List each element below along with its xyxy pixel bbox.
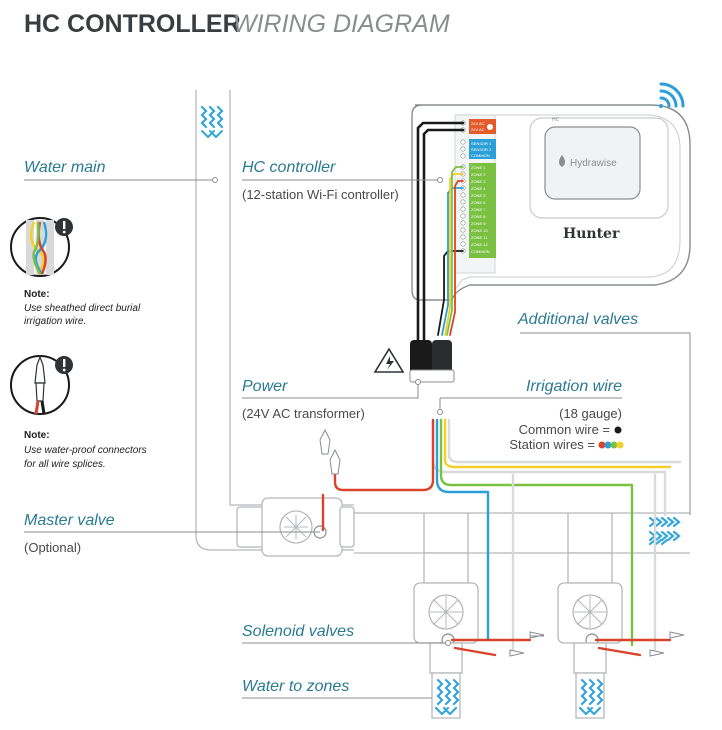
- label-hc-controller: HC controller (12-station Wi-Fi controll…: [242, 159, 443, 202]
- wire-connectors: [319, 428, 685, 657]
- zone-6-label: ZONE 6: [471, 200, 486, 205]
- zone-1-flow-icon: [434, 678, 460, 716]
- zone-4-label: ZONE 4: [471, 186, 486, 191]
- zone-2-label: ZONE 2: [471, 172, 486, 177]
- hc-controller-label: HC controller: [242, 159, 336, 176]
- note-sheathed-wire: Note: Use sheathed direct burial irrigat…: [10, 217, 141, 327]
- power-wires: [416, 121, 465, 342]
- note-2-line-1: Use water-proof connectors: [24, 445, 147, 456]
- water-main-pipe: [195, 90, 240, 551]
- wifi-icon: [659, 82, 685, 108]
- hydrawise-drop-icon: [559, 155, 565, 167]
- power-terminal-1-label: 24V AC: [471, 121, 485, 126]
- hc-controller: 24V AC 24V AC SENSOR 1 SENSOR 2 COMMON Z…: [411, 82, 691, 301]
- water-main-label: Water main: [24, 159, 106, 176]
- station-wires-legend: Station wires =: [509, 437, 595, 452]
- note-waterproof-connectors: Note: Use water-proof connectors for all…: [10, 355, 147, 470]
- zone-12-label: ZONE 12: [471, 242, 488, 247]
- controller-display: [544, 126, 641, 200]
- zone-terminal-block: [469, 163, 496, 258]
- header: HC CONTROLLER WIRING DIAGRAM: [24, 10, 450, 38]
- zone-2-flow-icon: [578, 678, 604, 716]
- title-text: HC CONTROLLER: [24, 10, 241, 38]
- zone-3-label: ZONE 3: [471, 179, 486, 184]
- zone-5-label: ZONE 5: [471, 193, 486, 198]
- master-valve-sublabel: (Optional): [24, 540, 81, 555]
- sensor-1-label: SENSOR 1: [471, 141, 492, 146]
- note-1-line-1: Use sheathed direct burial: [24, 303, 141, 314]
- note-1-heading: Note:: [24, 289, 50, 300]
- common-wire-legend: Common wire =: [519, 422, 610, 437]
- hydrawise-logo: Hydrawise: [570, 158, 617, 169]
- label-additional-valves: Additional valves: [517, 311, 638, 328]
- irrigation-gauge-sublabel: (18 gauge): [559, 406, 622, 421]
- label-solenoid-valves: Solenoid valves: [242, 623, 451, 646]
- sensor-terminal-block: [469, 139, 496, 159]
- transformer-plug: [409, 340, 455, 383]
- zone-11-label: ZONE 11: [471, 235, 488, 240]
- zone-1-label: ZONE 1: [471, 165, 486, 170]
- label-water-main: Water main: [24, 159, 218, 183]
- sensor-2-label: SENSOR 2: [471, 147, 492, 152]
- zone-common-label: COMMON: [471, 249, 490, 254]
- sensor-common-label: COMMON: [471, 153, 490, 158]
- solenoid-valve-2: [557, 552, 623, 719]
- additional-valves-leader: [520, 332, 691, 515]
- zone-terminal-labels: ZONE 1 ZONE 2 ZONE 3 ZONE 4 ZONE 5 ZONE …: [471, 165, 490, 254]
- label-water-to-zones: Water to zones: [242, 678, 432, 699]
- model-tag: HC: [552, 117, 560, 123]
- sheathed-wire-icon: [10, 217, 73, 277]
- power-terminal-block: [469, 119, 496, 134]
- zone-8-label: ZONE 8: [471, 214, 486, 219]
- hunter-logo: Hunter: [563, 226, 620, 242]
- additional-valves-label: Additional valves: [517, 311, 638, 328]
- water-main-flow-icon: [200, 105, 224, 138]
- note-1-line-2: irrigation wire.: [24, 316, 86, 327]
- waterproof-connector-icon: [10, 355, 73, 415]
- irrigation-wire-label: Irrigation wire: [526, 378, 622, 395]
- zone-9-label: ZONE 9: [471, 221, 486, 226]
- power-terminal-2-label: 24V AC: [471, 127, 485, 132]
- note-2-heading: Note:: [24, 430, 50, 441]
- electrical-hazard-icon: [373, 347, 405, 373]
- common-wire-swatch: [614, 426, 622, 434]
- master-valve: [236, 497, 355, 557]
- station-wire-swatches: [598, 441, 624, 449]
- irrigation-wire-bundle: [321, 418, 682, 657]
- zone-7-label: ZONE 7: [471, 207, 486, 212]
- label-irrigation-wire: Irrigation wire (18 gauge) Common wire =…: [437, 378, 624, 452]
- master-valve-label: Master valve: [24, 512, 115, 529]
- water-to-zones-label: Water to zones: [242, 678, 349, 695]
- solenoid-valves-label: Solenoid valves: [242, 623, 354, 640]
- power-label: Power: [242, 378, 288, 395]
- power-sublabel: (24V AC transformer): [242, 406, 365, 421]
- label-master-valve: Master valve (Optional): [24, 512, 320, 555]
- note-2-line-2: for all wire splices.: [24, 459, 106, 470]
- hc-controller-sublabel: (12-station Wi-Fi controller): [242, 187, 399, 202]
- solenoid-valve-1: [413, 552, 479, 719]
- zone-10-label: ZONE 10: [471, 228, 488, 233]
- controller-wire-bundle: [437, 166, 464, 336]
- label-power: Power (24V AC transformer): [242, 378, 421, 421]
- subtitle-text: WIRING DIAGRAM: [233, 10, 450, 38]
